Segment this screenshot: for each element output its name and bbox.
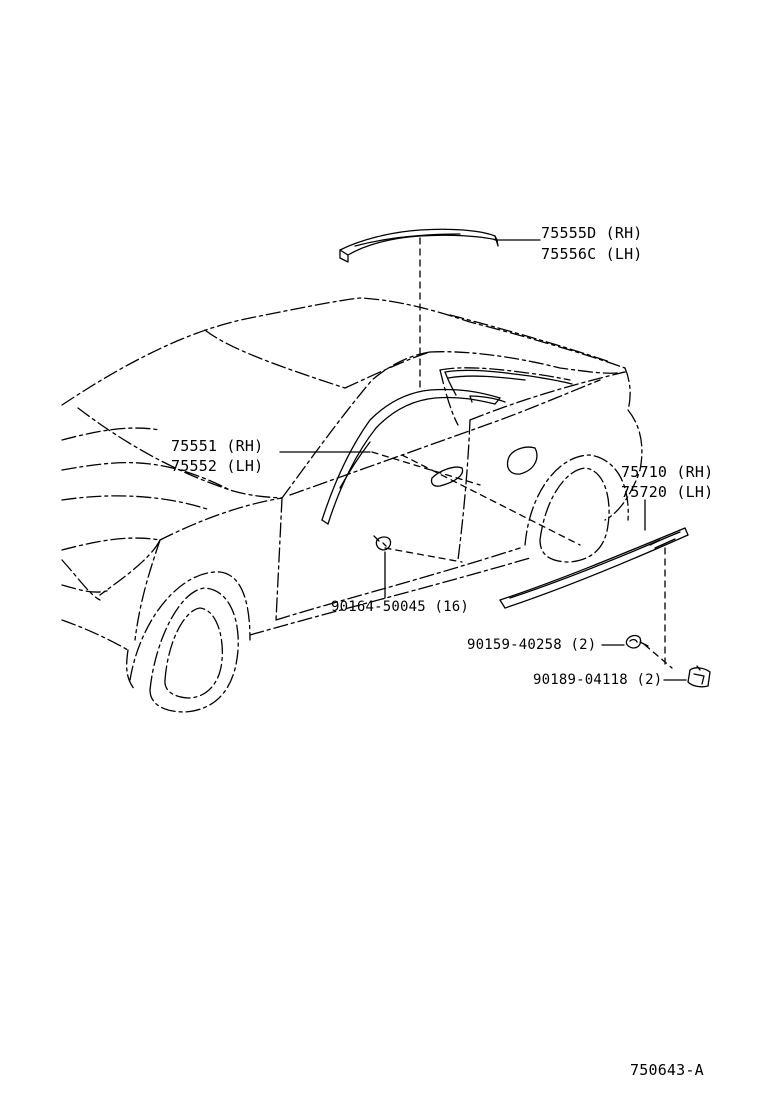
car-body-outline bbox=[61, 297, 643, 713]
label-75555d-rh: 75555D (RH) bbox=[541, 224, 643, 242]
window-frame-moulding-part bbox=[321, 388, 506, 525]
guide-lines bbox=[371, 237, 673, 669]
label-75720-lh: 75720 (LH) bbox=[621, 483, 714, 501]
clip-90159 bbox=[625, 634, 649, 649]
label-75552-lh: 75552 (LH) bbox=[171, 457, 264, 475]
rocker-moulding-part bbox=[499, 527, 689, 609]
label-75710-rh: 75710 (RH) bbox=[621, 463, 714, 481]
roof-side-moulding-part bbox=[339, 228, 499, 263]
clip-90164 bbox=[373, 535, 392, 551]
rear-window-trim bbox=[444, 369, 573, 396]
label-75551-rh: 75551 (RH) bbox=[171, 437, 264, 455]
figure-code: 750643-A bbox=[630, 1061, 704, 1079]
label-75556c-lh: 75556C (LH) bbox=[541, 245, 643, 263]
label-90159-40258: 90159-40258 (2) bbox=[467, 637, 597, 653]
label-90189-04118: 90189-04118 (2) bbox=[533, 672, 663, 688]
clip-90189 bbox=[687, 665, 711, 688]
leader-lines bbox=[279, 239, 687, 681]
label-90164-50045: 90164-50045 (16) bbox=[331, 599, 470, 615]
